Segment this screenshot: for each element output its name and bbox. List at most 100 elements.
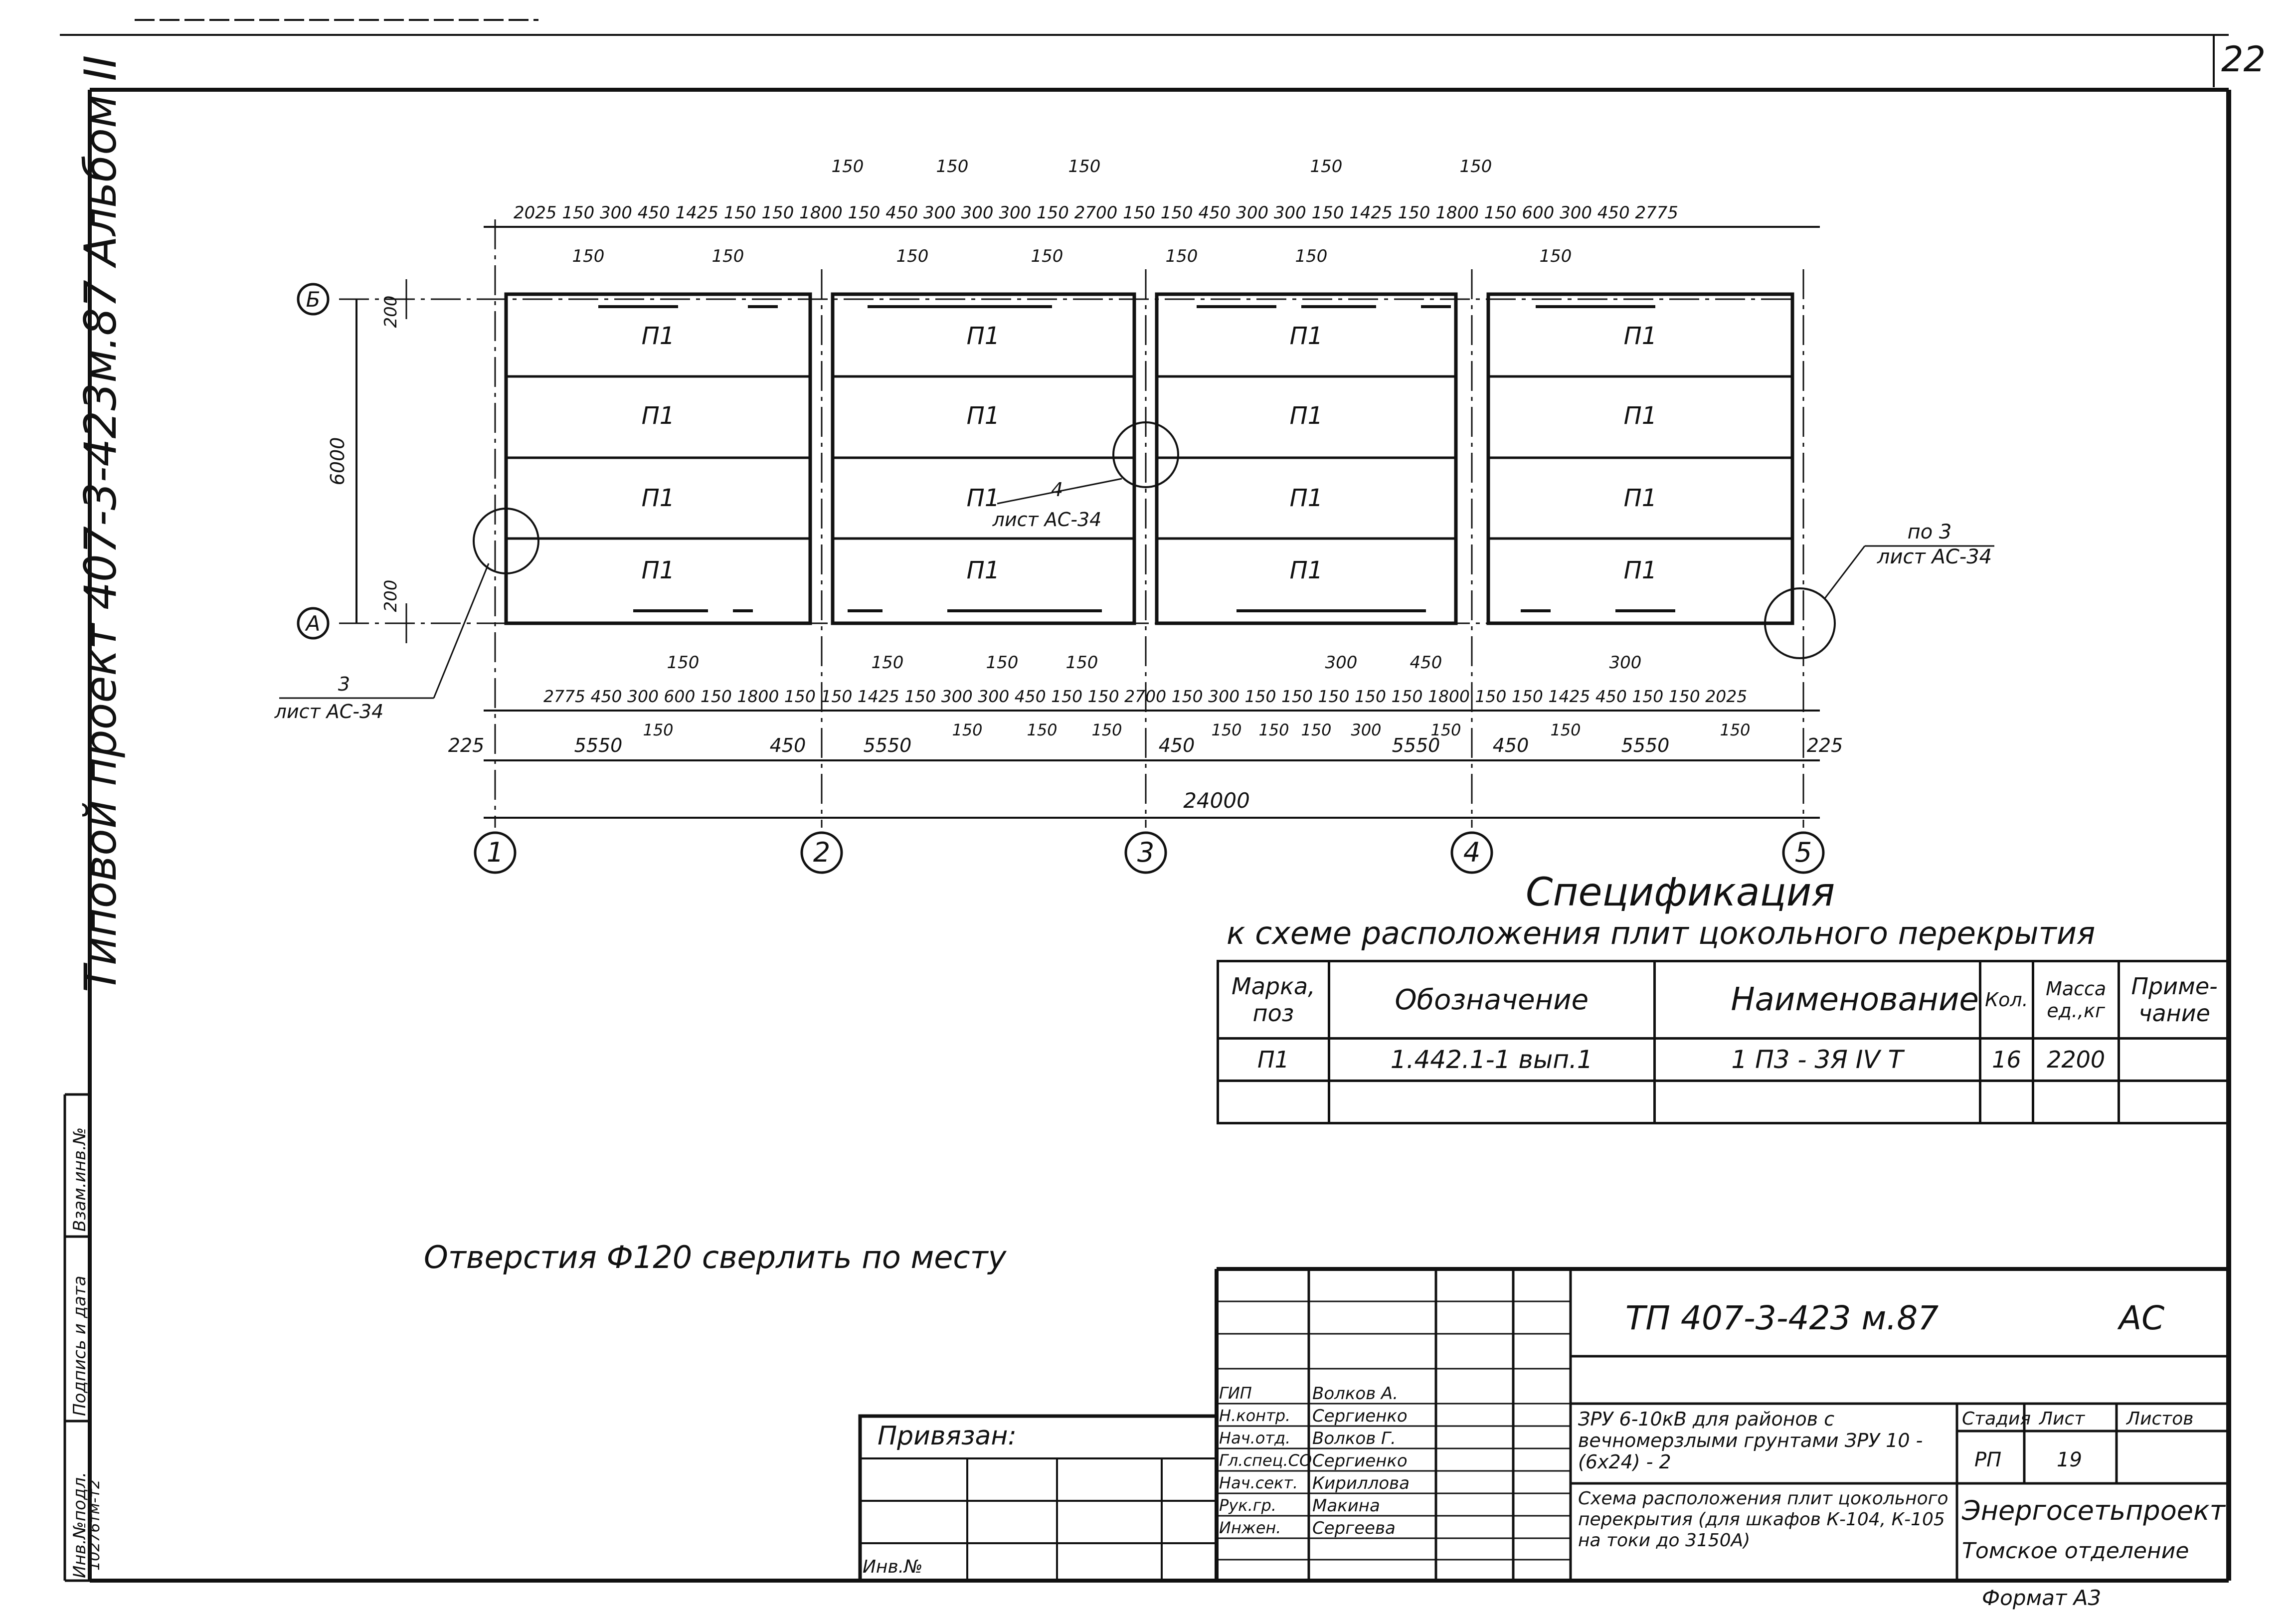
bottom-dim-upper: 300 xyxy=(1325,653,1358,673)
spec-row xyxy=(1217,1080,2231,1124)
page-number: 22 xyxy=(2221,39,2266,80)
axis-label-3: 3 xyxy=(1137,837,1154,868)
bottom-dim-lower: 150 xyxy=(643,720,673,739)
top-dim-lower: 150 xyxy=(1540,246,1572,266)
signatory-name: Сергиенко xyxy=(1312,1406,1408,1426)
signatory-role: Н.контр. xyxy=(1219,1406,1291,1425)
slab-label: П1 xyxy=(1624,484,1657,512)
top-dim-upper: 150 xyxy=(936,157,969,177)
dim-6000: 6000 xyxy=(327,437,349,486)
slab-label: П1 xyxy=(1290,402,1323,430)
spec-cell: 1.442.1-1 вып.1 xyxy=(1327,1037,1656,1082)
span-dimension: 450 xyxy=(770,734,806,756)
bottom-dim-lower: 150 xyxy=(1211,720,1241,739)
total-dimension: 24000 xyxy=(1183,788,1250,813)
bottom-dimension-chain: 2775 450 300 600 150 1800 150 150 1425 1… xyxy=(543,687,1747,706)
spec-header-row: Марка, поз Обозначение Наименование Кол.… xyxy=(1217,960,2231,1040)
span-dimension: 5550 xyxy=(574,734,623,756)
span-dimension: 225 xyxy=(448,734,485,756)
privyazan-label: Привязан: xyxy=(878,1421,1017,1451)
bottom-dim-lower: 150 xyxy=(1550,720,1581,739)
signatory-name: Волков А. xyxy=(1312,1384,1399,1404)
slab-label: П1 xyxy=(1624,556,1657,584)
slab-label: П1 xyxy=(1290,556,1323,584)
spec-cell xyxy=(1978,1080,2035,1124)
slab-label: П1 xyxy=(1290,484,1323,512)
spec-title: Спецификация xyxy=(1526,870,1835,915)
span-dimension: 5550 xyxy=(864,734,912,756)
callout-right-number: по 3 xyxy=(1908,521,1952,543)
slab-label: П1 xyxy=(642,484,675,512)
top-dim-lower: 150 xyxy=(572,246,605,266)
spec-cell xyxy=(1217,1080,1330,1124)
bottom-dim-upper: 450 xyxy=(1410,653,1442,673)
bottom-dim-lower: 150 xyxy=(1027,720,1057,739)
callout-left-sheet: лист АС-34 xyxy=(274,701,384,722)
top-dim-upper: 150 xyxy=(1068,157,1101,177)
signatory-name: Сергиенко xyxy=(1312,1451,1408,1471)
slab-label: П1 xyxy=(1290,322,1323,350)
spec-cell xyxy=(1327,1080,1656,1124)
top-dim-upper: 150 xyxy=(832,157,864,177)
stage-value: РП xyxy=(1974,1448,2002,1471)
spec-header-mark: Марка, поз xyxy=(1217,960,1330,1040)
side-stamp-frame xyxy=(63,1093,90,1582)
top-dim-lower: 150 xyxy=(1166,246,1198,266)
bottom-dim-lower: 300 xyxy=(1351,720,1381,739)
span-dimension: 5550 xyxy=(1621,734,1670,756)
bottom-dim-lower: 150 xyxy=(952,720,982,739)
sheet-label: Лист xyxy=(2039,1409,2085,1429)
bottom-dim-lower: 150 xyxy=(1720,720,1750,739)
project-code: ТП 407-3-423 м.87 xyxy=(1625,1299,1939,1337)
drawing-title: Схема расположения плит цокольного перек… xyxy=(1578,1488,1948,1551)
signatory-role: Инжен. xyxy=(1219,1518,1281,1537)
stage-label: Стадия xyxy=(1962,1409,2031,1429)
signatory-role: Рук.гр. xyxy=(1219,1496,1277,1515)
top-dim-lower: 150 xyxy=(712,246,744,266)
signatory-role: ГИП xyxy=(1219,1384,1252,1403)
bottom-dim-upper: 300 xyxy=(1609,653,1642,673)
spec-cell xyxy=(2118,1037,2231,1082)
format-label: Формат А3 xyxy=(1982,1586,2102,1610)
signatory-role: Нач.сект. xyxy=(1219,1473,1298,1492)
signatory-name: Кириллова xyxy=(1312,1473,1410,1493)
span-dimension: 5550 xyxy=(1392,734,1440,756)
top-dim-lower: 150 xyxy=(896,246,929,266)
signatory-name: Волков Г. xyxy=(1312,1429,1396,1448)
spec-cell: 1 П3 - 3Я IV Т xyxy=(1653,1037,1981,1082)
sheets-label: Листов xyxy=(2126,1409,2194,1429)
slab-label: П1 xyxy=(967,322,1000,350)
slab-label: П1 xyxy=(642,402,675,430)
signatory-role: Гл.спец.СО xyxy=(1219,1451,1312,1470)
sheet-value: 19 xyxy=(2057,1448,2082,1471)
signatory-name: Сергеева xyxy=(1312,1518,1396,1538)
spec-cell: 16 xyxy=(1978,1037,2035,1082)
callout-mid-number: 4 xyxy=(1051,479,1063,501)
axis-bubbles xyxy=(279,283,1994,874)
axis-label-1: 1 xyxy=(487,837,504,868)
slab-label: П1 xyxy=(967,484,1000,512)
bottom-dim-lower: 150 xyxy=(1301,720,1331,739)
slab-label: П1 xyxy=(1624,322,1657,350)
signatory-role: Нач.отд. xyxy=(1219,1429,1291,1447)
spec-cell: 2200 xyxy=(2032,1037,2120,1082)
spec-header-mass: Масса ед.,кг xyxy=(2032,960,2120,1040)
org-dept: Томское отделение xyxy=(1962,1538,2189,1564)
bottom-dim-lower: 150 xyxy=(1430,720,1461,739)
spec-table: Марка, поз Обозначение Наименование Кол.… xyxy=(1217,960,2231,1124)
span-dimension: 450 xyxy=(1159,734,1195,756)
dim-200-top: 200 xyxy=(381,296,401,328)
drilling-note: Отверстия Ф120 сверлить по месту xyxy=(424,1239,1007,1275)
axis-label-b: Б xyxy=(306,287,321,312)
dim-200-bottom: 200 xyxy=(381,580,401,612)
top-dim-lower: 150 xyxy=(1295,246,1328,266)
spec-subtitle: к схеме расположения плит цокольного пер… xyxy=(1227,915,2096,951)
slab-label: П1 xyxy=(1624,402,1657,430)
spec-cell: П1 xyxy=(1217,1037,1330,1082)
spec-cell xyxy=(2032,1080,2120,1124)
axis-label-2: 2 xyxy=(813,837,830,868)
bottom-dim-lower: 150 xyxy=(1091,720,1122,739)
spec-header-note: Приме- чание xyxy=(2118,960,2231,1040)
